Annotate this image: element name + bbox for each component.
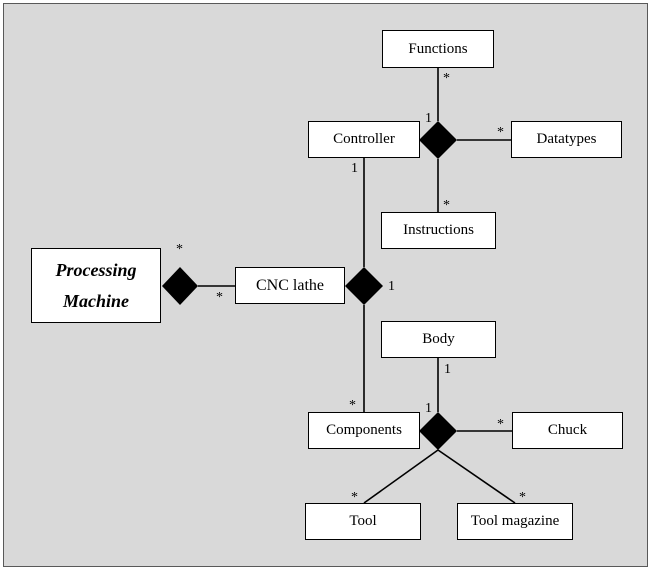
mult-chuck: *	[497, 417, 504, 432]
class-controller: Controller	[308, 121, 420, 158]
mult-body: 1	[444, 362, 451, 377]
controller-composition-diamond	[419, 121, 457, 159]
class-datatypes: Datatypes	[511, 121, 622, 158]
mult-components-top: 1	[425, 401, 432, 416]
processing-machine-composition-diamond	[162, 267, 198, 305]
line-components-diamond-tool-magazine	[437, 449, 516, 504]
mult-cnc-lathe: *	[216, 290, 223, 305]
class-chuck: Chuck	[512, 412, 623, 449]
mult-components-left: *	[349, 398, 356, 413]
class-instructions: Instructions	[381, 212, 496, 249]
class-processing-machine: Processing Machine	[31, 248, 161, 323]
components-composition-diamond	[419, 412, 457, 450]
class-components: Components	[308, 412, 420, 449]
mult-processing-machine: *	[176, 242, 183, 257]
class-tool: Tool	[305, 503, 421, 540]
mult-cnc-aggregation: 1	[388, 279, 395, 294]
class-tool-magazine: Tool magazine	[457, 503, 573, 540]
class-body: Body	[381, 321, 496, 358]
processing-machine-line1: Processing	[55, 259, 137, 280]
mult-datatypes: *	[497, 125, 504, 140]
class-cnc-lathe: CNC lathe	[235, 267, 345, 304]
mult-instructions: *	[443, 198, 450, 213]
processing-machine-line2: Machine	[62, 290, 129, 311]
mult-controller-bottom: 1	[351, 161, 358, 176]
class-functions: Functions	[382, 30, 494, 68]
mult-controller-top: 1	[425, 111, 432, 126]
mult-tool-magazine: *	[519, 490, 526, 505]
mult-functions: *	[443, 71, 450, 86]
cnc-lathe-composition-diamond	[345, 267, 383, 305]
mult-tool: *	[351, 490, 358, 505]
line-components-diamond-tool	[363, 449, 439, 504]
